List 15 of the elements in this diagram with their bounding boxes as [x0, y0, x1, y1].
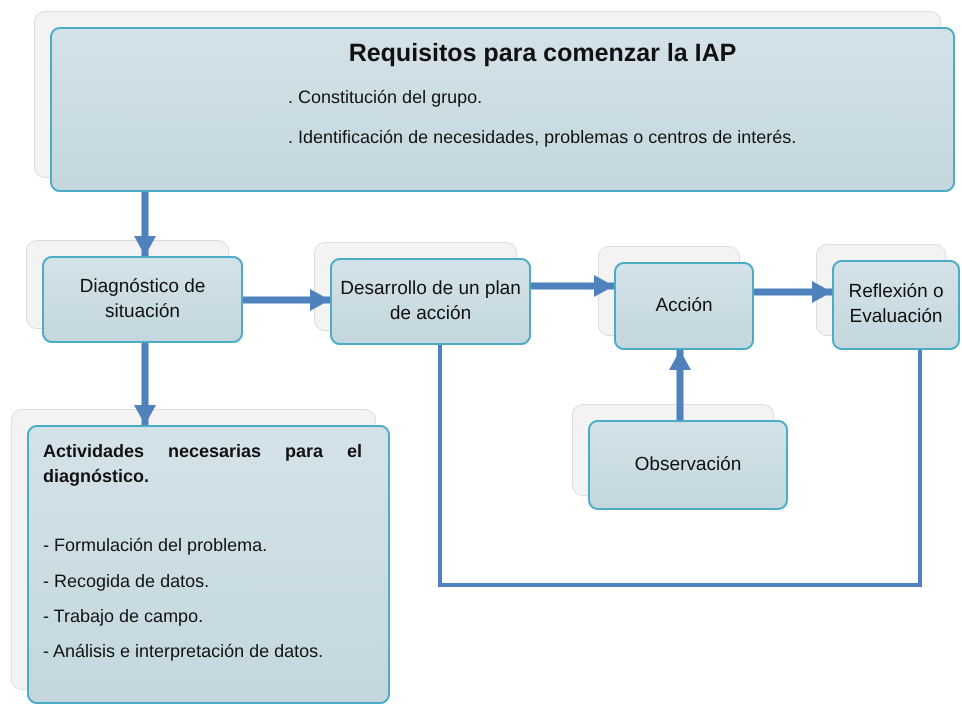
arrow: [669, 350, 691, 420]
arrow: [134, 343, 156, 425]
arrow: [531, 275, 614, 297]
arrow: [754, 281, 832, 303]
list-item: . Identificación de necesidades, problemas o centros de interés.: [288, 127, 796, 148]
panel-heading: Requisitos para comenzar la IAP: [348, 39, 738, 68]
arrow: [243, 289, 330, 311]
panel-heading: Actividades necesarias para el diagnóstico.: [43, 440, 362, 488]
list-item: . Constitución del grupo.: [288, 87, 482, 108]
list-item: - Trabajo de campo.: [43, 604, 204, 628]
connector-line: [438, 345, 922, 587]
list-item: - Análisis e interpretación de datos.: [43, 640, 324, 663]
list-item: - Recogida de datos.: [43, 570, 210, 593]
arrow: [134, 192, 156, 256]
list-item: - Formulación del problema.: [43, 534, 268, 558]
